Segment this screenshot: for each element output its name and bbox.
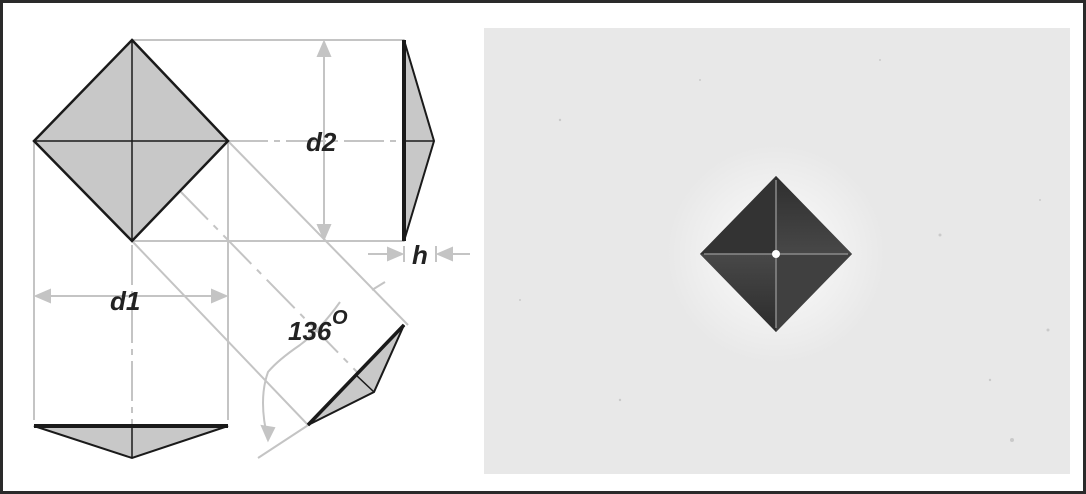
- h-label: h: [412, 240, 428, 270]
- d2-label: d2: [306, 127, 337, 157]
- d1-label: d1: [110, 286, 140, 316]
- construction-lines: [33, 39, 437, 459]
- indenter-top-view: [32, 38, 230, 243]
- angle-label: 136: [288, 316, 332, 346]
- degree-symbol: O: [332, 307, 348, 329]
- schematic-drawing: d2 d1 h 136 O: [32, 38, 470, 460]
- dimension-arrows: [33, 39, 470, 443]
- indentation-micrograph: [484, 28, 1070, 474]
- indenter-inclined-view: [306, 323, 406, 427]
- indenter-side-view: [402, 39, 436, 242]
- indenter-bottom-view: [33, 424, 229, 460]
